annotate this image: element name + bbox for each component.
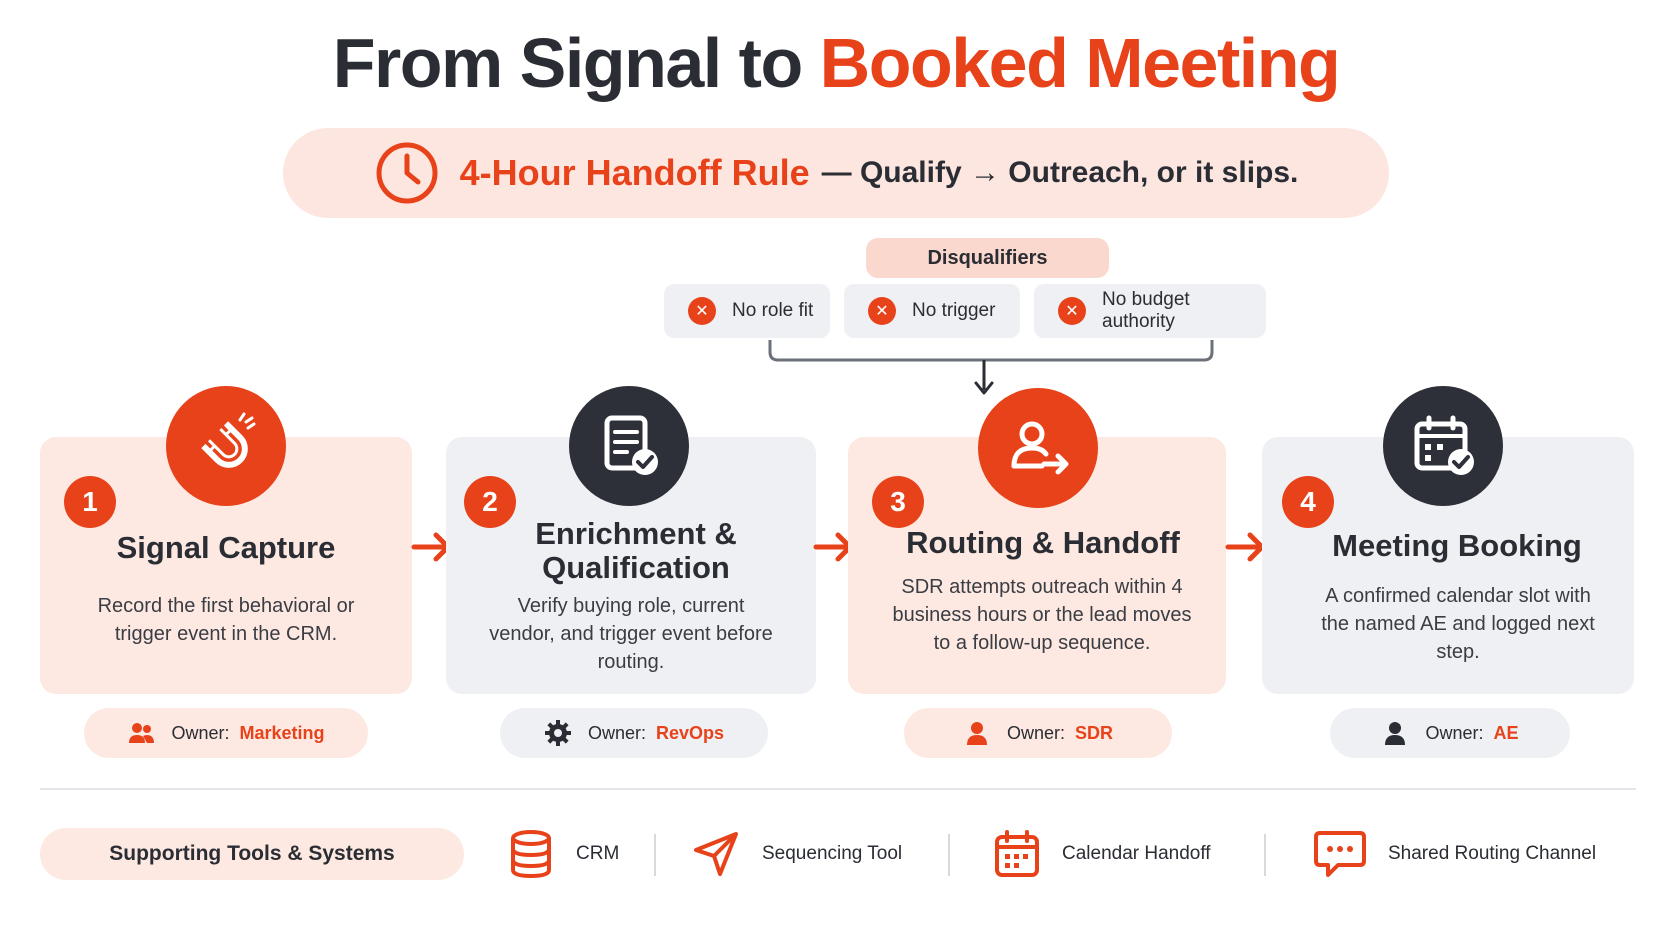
owner-pill-marketing: Owner: Marketing [84,708,368,758]
disqualifiers-label: Disqualifiers [866,238,1109,278]
x-icon: ✕ [688,297,716,325]
step-description: A confirmed calendar slot with the named… [1321,585,1595,663]
tool-calendar-handoff: Calendar Handoff [994,824,1211,884]
x-icon: ✕ [868,297,896,325]
step-number: 4 [1282,476,1334,528]
step-title: Signal Capture [116,530,336,565]
section-divider [40,788,1636,790]
handoff-icon [978,388,1098,508]
magnet-icon [166,386,286,506]
step-description: Record the first behavioral or trigger e… [97,595,355,645]
owner-role: SDR [1075,722,1114,743]
tool-sequencing: Sequencing Tool [692,824,902,884]
checklist-icon [569,386,689,506]
step-title: Routing & Handoff [906,525,1180,560]
tool-name: Sequencing Tool [762,843,903,864]
owner-pill-revops: Owner: RevOps [500,708,768,758]
title-part-2: Booked Meeting [819,24,1341,102]
rule-text: — Qualify → Outreach, or it slips. [821,156,1299,189]
tools-section-label: Supporting Tools & Systems [40,828,464,880]
disqualifier-chip: ✕ No budget authority [1034,284,1266,338]
disqualifier-connector [768,340,1214,395]
step-description: SDR attempts outreach within 4 business … [892,576,1192,654]
disqualifier-label: No role fit [732,300,814,321]
tool-separator [1264,834,1266,876]
disqualifier-chip: ✕ No trigger [844,284,1020,338]
disqualifier-label: No budget authority [1102,289,1190,332]
disqualifier-chip: ✕ No role fit [664,284,830,338]
step-number: 1 [64,476,116,528]
step-description: Verify buying role, current vendor, and … [489,595,773,673]
tool-shared-routing-channel: Shared Routing Channel [1314,824,1596,884]
page-title: From Signal to Booked Meeting [0,28,1672,98]
clock-icon [376,142,438,204]
step-title: Enrichment & Qualification [535,516,737,586]
step-title: Meeting Booking [1332,528,1582,563]
owner-label: Owner: [171,722,230,743]
disqualifier-label: No trigger [912,300,996,321]
step-number: 2 [464,476,516,528]
owner-role: RevOps [656,722,725,743]
step-number: 3 [872,476,924,528]
owner-role: Marketing [239,722,325,743]
owner-pill-sdr: Owner: SDR [904,708,1172,758]
owner-label: Owner: [587,722,646,743]
calendar-icon [995,830,1039,877]
person-icon [966,722,987,745]
person-icon [1385,722,1406,745]
owner-label: Owner: [1425,722,1484,743]
tool-separator [948,834,950,876]
tool-separator [654,834,656,876]
owner-pill-ae: Owner: AE [1330,708,1570,758]
database-icon [511,830,551,879]
tool-name: Calendar Handoff [1062,843,1211,864]
calendar-check-icon [1383,386,1503,506]
tool-name: CRM [576,843,620,864]
chat-icon [1314,831,1366,877]
x-icon: ✕ [1058,297,1086,325]
tool-crm: CRM [508,824,619,884]
tool-name: Shared Routing Channel [1388,843,1597,864]
gear-icon [544,720,571,746]
title-part-1: From Signal to [332,24,804,102]
send-icon [694,832,738,876]
rule-name: 4-Hour Handoff Rule [459,152,810,193]
owner-label: Owner: [1006,722,1065,743]
team-icon [129,723,155,743]
owner-role: AE [1493,722,1519,743]
handoff-rule-banner: 4-Hour Handoff Rule — Qualify → Outreach… [283,128,1389,218]
